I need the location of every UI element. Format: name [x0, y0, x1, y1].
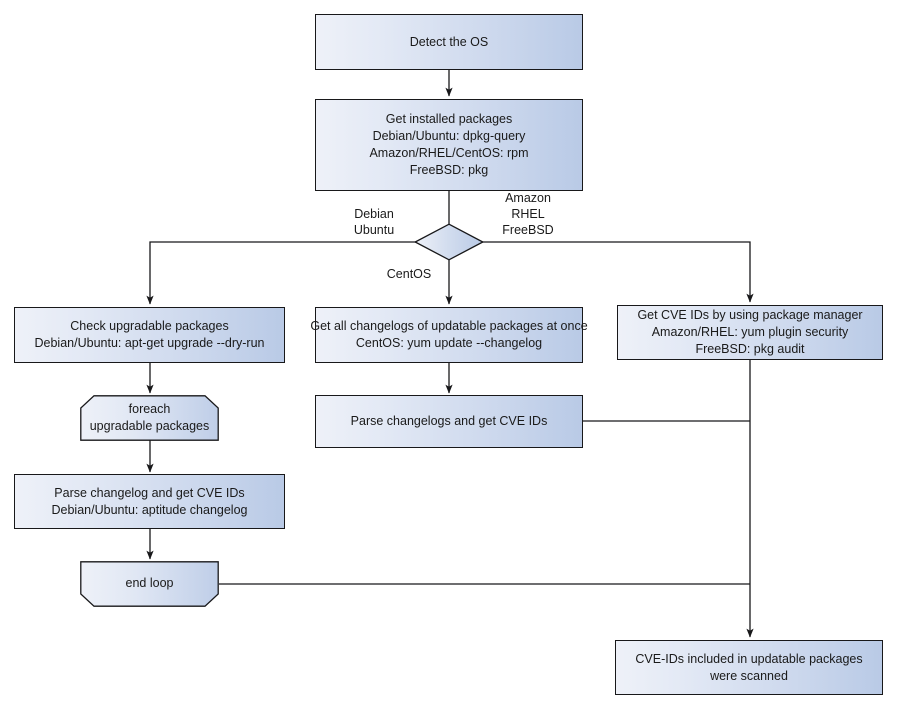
edge-label-debian-ubuntu: Debian Ubuntu [353, 207, 395, 237]
node-detect-os[interactable]: Detect the OS [315, 14, 583, 70]
loop-end-shape-icon [80, 561, 219, 607]
node-parse-changelogs-cve-ids-label: Parse changelogs and get CVE IDs [350, 414, 548, 428]
node-get-all-changelogs[interactable]: Get all changelogs of updatable packages… [310, 307, 588, 363]
loop-start-shape-icon [80, 395, 219, 441]
edge-decision-to-cve-pkgmgr [482, 241, 754, 303]
edge-label-amazon-rhel-freebsd: Amazon RHEL FreeBSD [502, 191, 554, 237]
node-parse-changelog-cve-ids-label: Parse changelog and get CVE IDs Debian/U… [51, 485, 248, 517]
node-parse-changelog-cve-ids[interactable]: Parse changelog and get CVE IDs Debian/U… [14, 474, 285, 529]
node-check-upgradable-packages[interactable]: Check upgradable packages Debian/Ubuntu:… [14, 307, 285, 363]
node-get-installed-packages-label: Get installed packages Debian/Ubuntu: dp… [369, 112, 529, 177]
node-os-decision[interactable] [413, 223, 485, 261]
node-check-upgradable-packages-label: Check upgradable packages Debian/Ubuntu:… [34, 319, 265, 350]
node-cve-ids-scanned[interactable]: CVE-IDs included in updatable packages w… [615, 640, 883, 695]
node-detect-os-label: Detect the OS [409, 34, 489, 49]
diamond-icon [413, 223, 485, 261]
edge-decision-to-check-upgradable [146, 241, 416, 305]
node-get-installed-packages[interactable]: Get installed packages Debian/Ubuntu: dp… [315, 99, 583, 191]
node-foreach-loop-start[interactable]: foreach upgradable packages [80, 395, 219, 441]
node-get-cve-ids-package-manager-label: Get CVE IDs by using package manager Ama… [637, 308, 863, 356]
node-get-cve-ids-package-manager[interactable]: Get CVE IDs by using package manager Ama… [617, 305, 883, 360]
node-get-all-changelogs-label: Get all changelogs of updatable packages… [310, 319, 588, 350]
edge-label-centos: CentOS [386, 267, 432, 281]
node-parse-changelogs-cve-ids[interactable]: Parse changelogs and get CVE IDs [315, 395, 583, 448]
node-end-loop[interactable]: end loop [80, 561, 219, 607]
node-cve-ids-scanned-label: CVE-IDs included in updatable packages w… [635, 651, 863, 683]
